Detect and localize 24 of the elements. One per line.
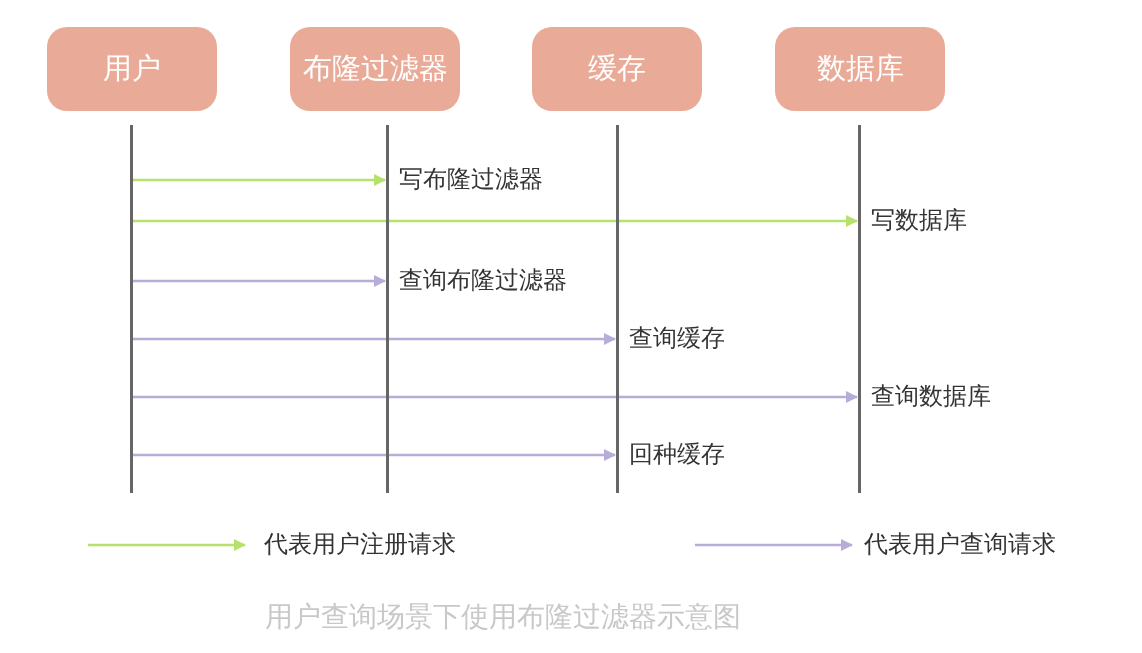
participant-box: [47, 27, 217, 111]
arrow: [133, 215, 858, 227]
edge-label: 查询布隆过滤器: [397, 265, 569, 295]
arrow: [133, 275, 386, 287]
arrow: [133, 174, 386, 186]
participant-name: 布隆过滤器: [302, 50, 448, 87]
participant-box: [290, 27, 460, 111]
legend-label: 代表用户注册请求: [262, 529, 458, 559]
edge-label: 查询数据库: [869, 381, 993, 411]
lifeline: [615, 125, 619, 493]
participant-box: [532, 27, 702, 111]
participant-name: 数据库: [816, 50, 904, 87]
lifeline: [857, 125, 861, 493]
edge-label: 写布隆过滤器: [397, 164, 545, 194]
edge-label: 写数据库: [869, 205, 969, 235]
arrow: [133, 449, 616, 461]
arrow: [133, 333, 616, 345]
participant-box: [775, 27, 945, 111]
lifeline: [129, 125, 133, 493]
legend-label: 代表用户查询请求: [862, 529, 1058, 559]
participant-name: 用户: [103, 50, 161, 87]
lifeline: [385, 125, 389, 493]
arrow: [133, 391, 858, 403]
participant-name: 缓存: [588, 50, 646, 87]
